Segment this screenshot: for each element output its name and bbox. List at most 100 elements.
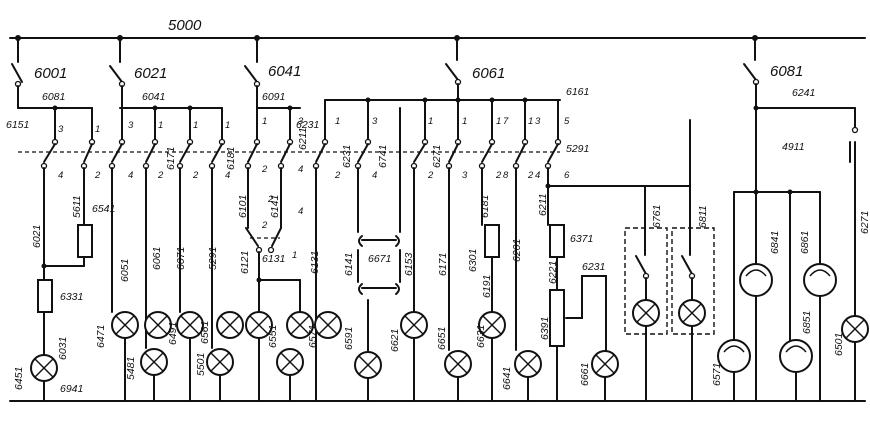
svg-text:2: 2: [192, 170, 199, 181]
circuit-col-15: 6211 6371 6231 6221 6391 6661: [537, 167, 646, 402]
svg-text:6651: 6651: [436, 327, 448, 350]
svg-text:6221: 6221: [547, 261, 559, 284]
svg-text:6621: 6621: [389, 329, 401, 352]
svg-text:2: 2: [261, 220, 268, 231]
svg-text:6741: 6741: [377, 145, 389, 168]
svg-text:6271: 6271: [431, 145, 443, 168]
svg-text:6301: 6301: [467, 249, 479, 272]
resistor-6301: [484, 224, 500, 258]
svg-text:6181: 6181: [225, 147, 237, 170]
svg-text:6051: 6051: [119, 259, 131, 282]
svg-text:3: 3: [298, 116, 304, 127]
svg-text:8: 8: [503, 170, 509, 181]
svg-text:6631: 6631: [475, 325, 487, 348]
svg-text:6561: 6561: [199, 321, 211, 344]
svg-text:1: 1: [496, 116, 501, 127]
svg-text:6: 6: [564, 170, 570, 181]
svg-text:3: 3: [462, 170, 468, 181]
switch-label-6081: 6081: [770, 63, 803, 80]
svg-text:6211: 6211: [297, 127, 309, 150]
circuit-col-9: [314, 167, 342, 402]
svg-text:6371: 6371: [570, 233, 593, 245]
svg-text:4: 4: [372, 170, 377, 181]
circuit-col-14: 6201 6641: [501, 167, 542, 402]
circuit-col-6: 5291 6561: [199, 167, 244, 402]
svg-text:4: 4: [58, 170, 63, 181]
svg-text:5611: 5611: [71, 195, 83, 218]
wire-label: 6041: [142, 91, 165, 103]
svg-text:6141: 6141: [269, 195, 281, 218]
svg-text:6491: 6491: [167, 322, 179, 345]
svg-text:6021: 6021: [31, 225, 43, 248]
svg-text:1: 1: [225, 120, 230, 131]
switch-label-6041: 6041: [268, 63, 301, 80]
svg-text:5501: 5501: [195, 353, 207, 376]
svg-text:6841: 6841: [769, 231, 781, 254]
svg-text:6811: 6811: [697, 205, 709, 228]
svg-text:6153: 6153: [403, 252, 415, 276]
pin-numbers: 3 1 4 2 3 1 4 2 1 1 2 4 3 1 4 2 1 3 2 4 …: [58, 116, 570, 261]
circuit-col-7: 6101 6141 6121 6131 6131 6551 6571: [237, 167, 321, 402]
svg-text:6551: 6551: [267, 325, 279, 348]
svg-text:5481: 5481: [125, 357, 137, 380]
svg-text:2: 2: [157, 170, 164, 181]
wire-label: 6241: [792, 87, 815, 99]
svg-text:1: 1: [193, 120, 198, 131]
svg-text:1: 1: [428, 116, 433, 127]
wire-label: 4911: [782, 141, 805, 153]
svg-text:2: 2: [495, 170, 502, 181]
switch-label-6061: 6061: [472, 65, 505, 82]
resistor-6541: [77, 224, 93, 258]
svg-text:6671: 6671: [368, 253, 391, 265]
main-switch-6021: 6021: [109, 37, 167, 109]
svg-text:6661: 6661: [579, 363, 591, 386]
svg-text:6121: 6121: [239, 251, 251, 274]
distribution-dots: [52, 97, 759, 111]
main-switch-6061: 6061: [445, 37, 505, 101]
circuit-col-3: 6051 6471 5481: [95, 167, 139, 402]
switch-label-6001: 6001: [34, 65, 67, 82]
svg-text:7: 7: [503, 116, 509, 127]
circuit-col-5: 6071 5501: [175, 167, 207, 402]
svg-text:6231: 6231: [341, 145, 353, 168]
circuit-col-12: 6171 6651: [436, 167, 472, 402]
circuit-col-1: 6021 6331 6031 6451 6941: [13, 167, 85, 402]
bus-label: 5000: [168, 17, 202, 34]
svg-text:6451: 6451: [13, 367, 25, 390]
svg-text:6171: 6171: [165, 147, 177, 170]
svg-text:1: 1: [335, 116, 340, 127]
headlamp-group: 6841 6571 6851 6861 6271 6501: [711, 107, 870, 402]
svg-text:5: 5: [564, 116, 570, 127]
svg-text:6591: 6591: [343, 327, 355, 350]
svg-text:5291: 5291: [207, 247, 219, 270]
svg-text:3: 3: [58, 124, 64, 135]
svg-text:6211: 6211: [537, 193, 549, 216]
wire-label: 6081: [42, 91, 65, 103]
circuit-col-10: 6141 6671 6153 6591: [343, 107, 415, 402]
svg-text:1: 1: [292, 250, 297, 261]
svg-text:2: 2: [427, 170, 434, 181]
svg-text:2: 2: [261, 164, 268, 175]
svg-text:2: 2: [334, 170, 341, 181]
svg-text:4: 4: [535, 170, 540, 181]
svg-text:1: 1: [262, 116, 267, 127]
selector-switches: [40, 126, 859, 170]
svg-text:2: 2: [94, 170, 101, 181]
svg-text:6181: 6181: [479, 195, 491, 218]
circuit-col-4: 6061 6491: [140, 167, 179, 402]
main-switch-6081: 6081: [743, 37, 803, 109]
circuit-col-2: 5611 6541: [71, 167, 115, 267]
main-switch-6001: 6001: [11, 37, 67, 109]
svg-text:6861: 6861: [799, 231, 811, 254]
svg-text:6171: 6171: [437, 253, 449, 276]
svg-text:6851: 6851: [801, 311, 813, 334]
svg-text:6501: 6501: [833, 333, 845, 356]
svg-text:3: 3: [535, 116, 541, 127]
wire-label: 6151: [6, 119, 29, 131]
resistor-6331: [37, 279, 53, 313]
svg-text:6941: 6941: [60, 383, 83, 395]
svg-text:3: 3: [128, 120, 134, 131]
svg-text:4: 4: [298, 164, 303, 175]
svg-text:4: 4: [298, 206, 303, 217]
